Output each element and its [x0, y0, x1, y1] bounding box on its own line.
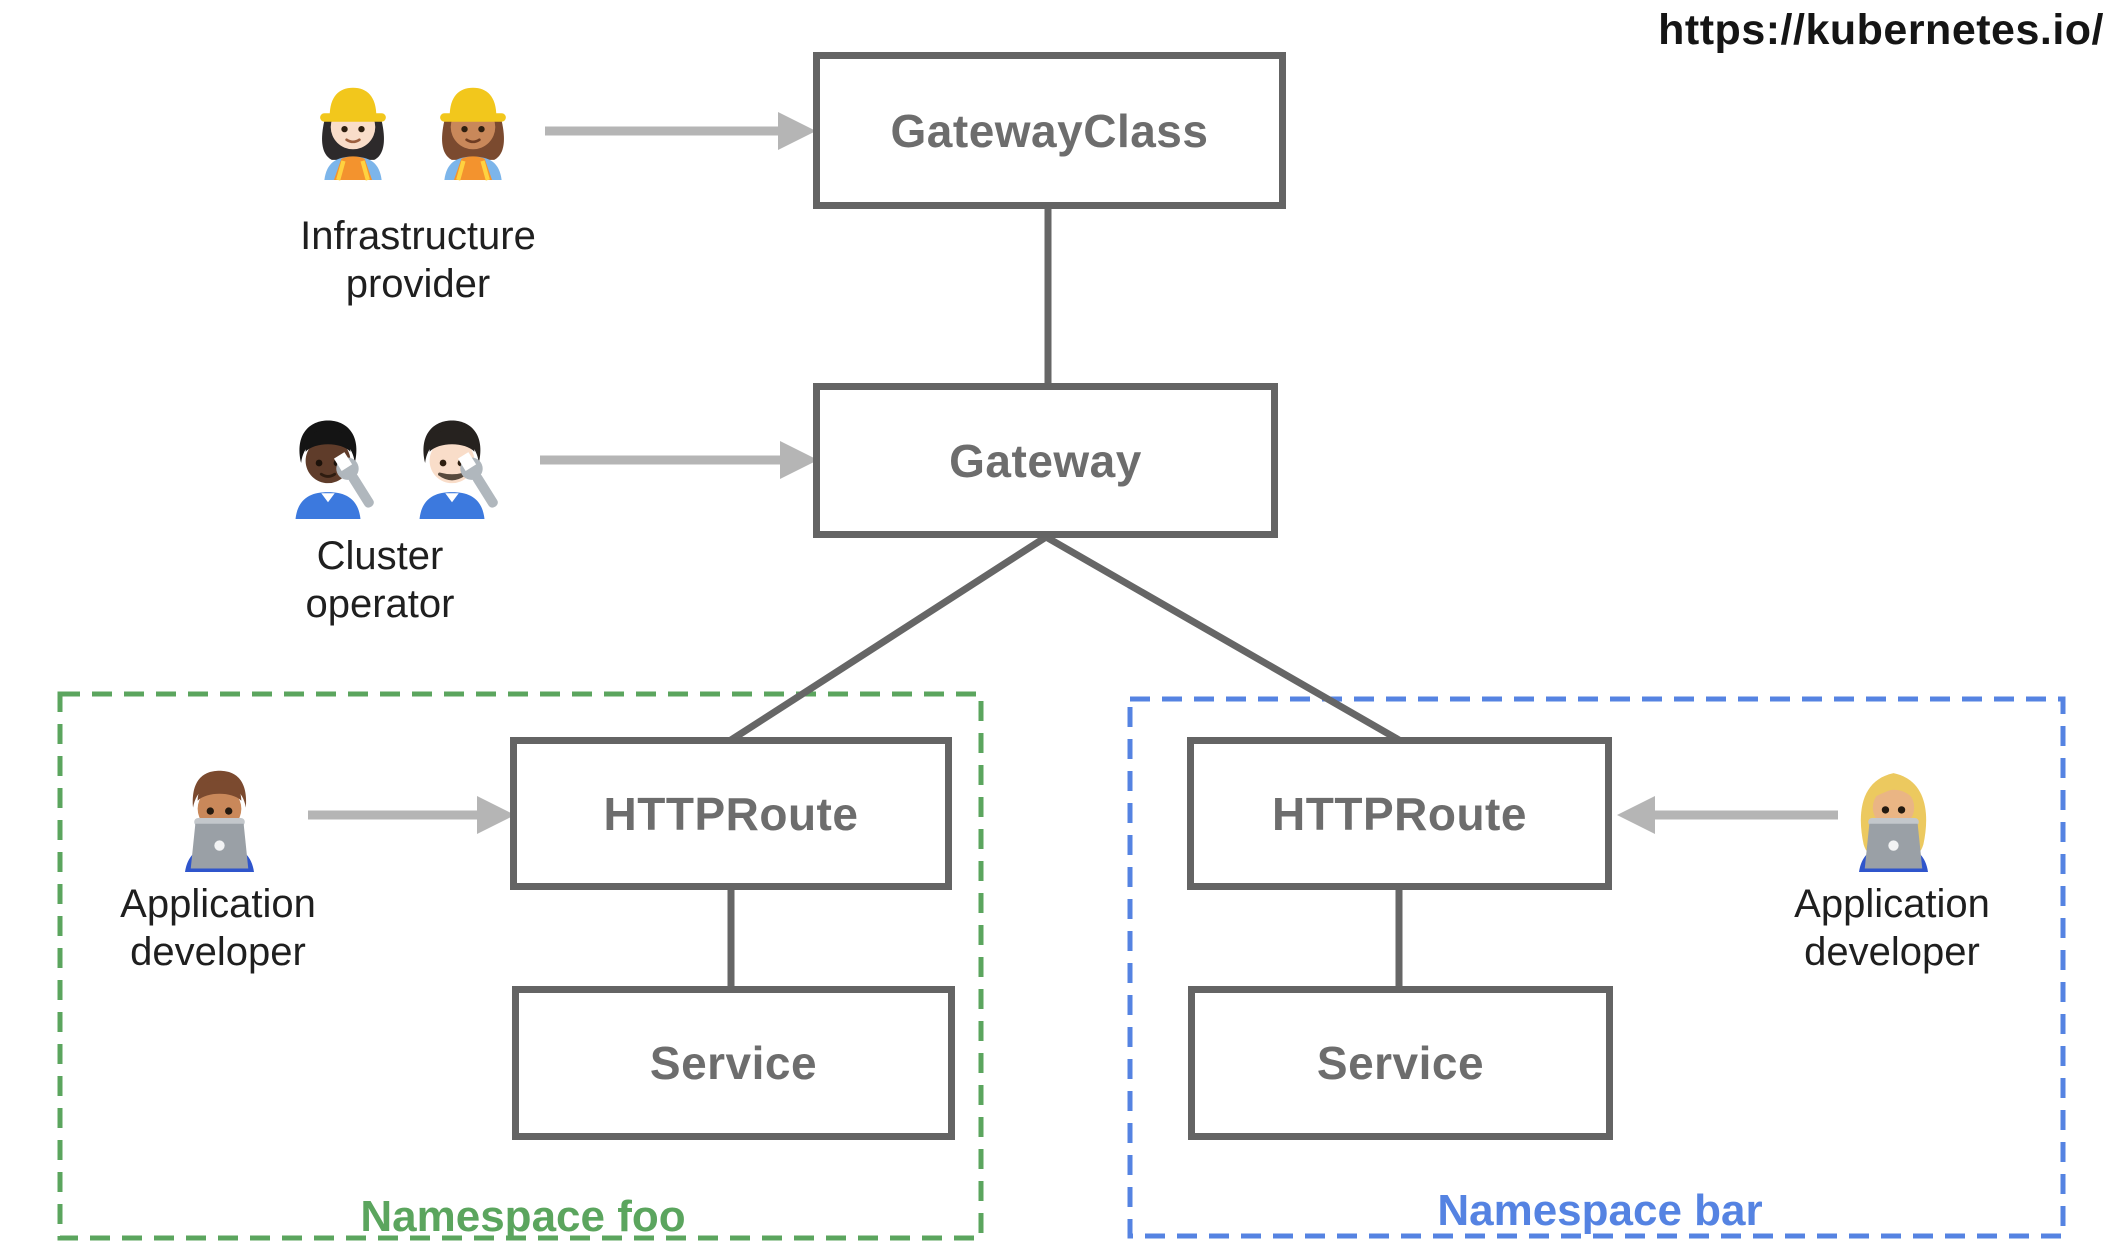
namespace-foo-label: Namespace foo: [360, 1192, 686, 1241]
application-developer-foo-icon-wrap: [162, 757, 277, 872]
gatewayclass-label: GatewayClass: [890, 104, 1209, 157]
service-foo-node: Service: [512, 986, 955, 1140]
person-mechanic-dark-icon: [295, 420, 374, 519]
woman-construction-worker-light-icon: [320, 87, 386, 181]
man-mechanic-light-icon: [419, 420, 498, 519]
service-bar-label: Service: [1316, 1037, 1485, 1089]
kubernetes-url-watermark: https://kubernetes.io/: [1658, 6, 2104, 54]
application-developer-foo-label: Application developer: [120, 882, 316, 974]
namespace-bar-label: Namespace bar: [1437, 1186, 1763, 1235]
man-technologist-icon: [185, 770, 254, 872]
infrastructure-provider-label: Infrastructure provider: [300, 214, 536, 306]
connector-gateway-httproutes: [729, 532, 1401, 744]
namespace-foo-border: [57, 691, 984, 1241]
httproute-bar-label: HTTPRoute: [1272, 787, 1527, 840]
gateway-node: Gateway: [813, 383, 1278, 538]
woman-construction-worker-medium-icon: [440, 87, 506, 181]
httproute-bar-node: HTTPRoute: [1187, 737, 1612, 890]
arrow-cluster-operator-to-gateway: [540, 441, 818, 479]
arrow-developer-to-httproute-bar: [1617, 796, 1838, 834]
httproute-foo-label: HTTPRoute: [603, 787, 859, 840]
httproute-foo-node: HTTPRoute: [510, 737, 952, 890]
cluster-operator-label: Cluster operator: [305, 534, 455, 626]
service-foo-label: Service: [649, 1037, 818, 1089]
arrow-infrastructure-to-gatewayclass: [545, 112, 816, 150]
gateway-label: Gateway: [949, 434, 1142, 487]
namespace-bar-border: [1127, 696, 2066, 1239]
gatewayclass-node: GatewayClass: [813, 52, 1286, 209]
application-developer-bar-label: Application developer: [1794, 882, 1990, 974]
service-bar-node: Service: [1188, 986, 1613, 1140]
woman-technologist-icon: [1859, 773, 1928, 872]
application-developer-bar-icon-wrap: [1836, 757, 1951, 872]
arrow-developer-to-httproute-foo: [308, 796, 515, 834]
infrastructure-provider-icons: [300, 66, 526, 188]
cluster-operator-icons: [272, 400, 508, 526]
